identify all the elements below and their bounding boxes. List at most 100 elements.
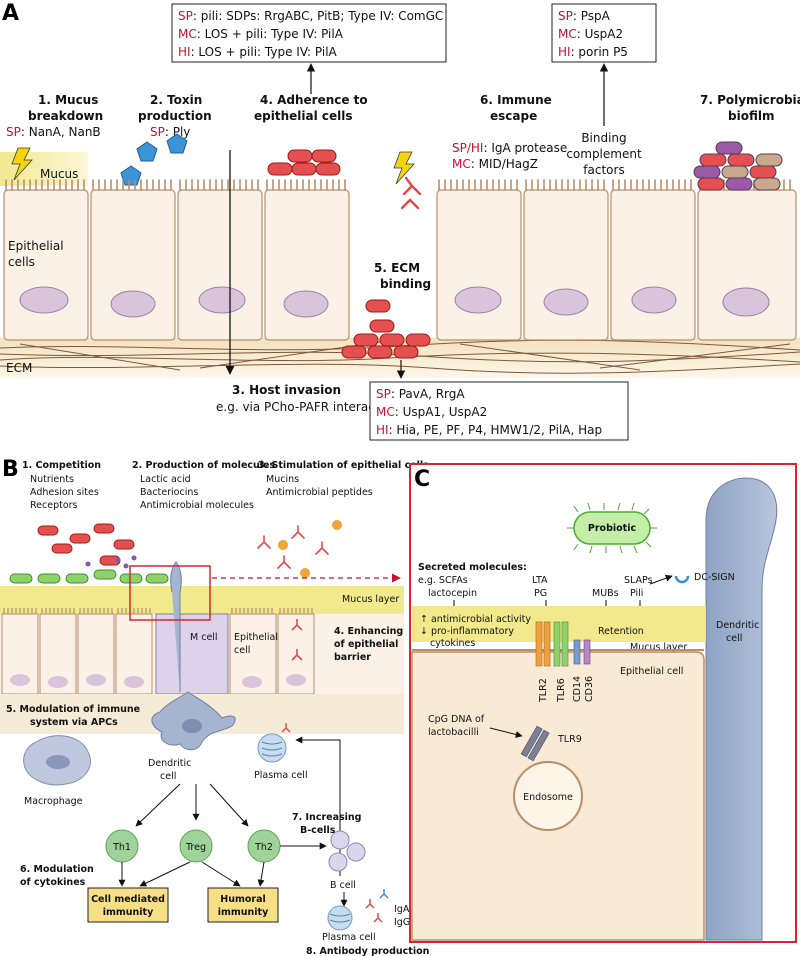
- immune-hi-prefix: HI: [558, 45, 571, 59]
- b-cell: [346, 842, 366, 862]
- svg-text:HI: Hia, PE, PF, P4, HMW1/2, P: HI: Hia, PE, PF, P4, HMW1/2, PilA, Hap: [376, 423, 602, 437]
- step4-title-1: 4. Adherence to: [260, 93, 368, 107]
- c-dendritic-2: cell: [726, 633, 742, 644]
- step2-title-2: production: [138, 109, 212, 123]
- svg-text:SP: pili: SDPs: RrgABC, PitB;: SP: pili: SDPs: RrgABC, PitB; Type IV: C…: [178, 9, 443, 23]
- th1-label: Th1: [112, 842, 131, 853]
- adherence-mc-prefix: MC: [178, 27, 197, 41]
- b-dendritic-2: cell: [160, 771, 176, 782]
- mubs-label: MUBs: [592, 588, 619, 599]
- iga-prefix-2: MC: [452, 157, 471, 171]
- iga-text-1: : IgA protease: [483, 141, 567, 155]
- m-cell: [155, 613, 229, 695]
- svg-text:SP: PavA, RrgA: SP: PavA, RrgA: [376, 387, 465, 401]
- iga-prefix-1: SP/HI: [452, 141, 483, 155]
- step2-sp-prefix: SP: [150, 125, 165, 139]
- immune-sp-prefix: SP: [558, 9, 573, 23]
- pg-label: PG: [534, 588, 547, 599]
- enhancing-3: barrier: [334, 652, 371, 663]
- b-h1-title: 1. Competition: [22, 460, 101, 471]
- panel-c-label: C: [414, 467, 430, 492]
- endosome: [513, 761, 583, 831]
- immune-mc-prefix: MC: [558, 27, 577, 41]
- svg-text:MC: MID/HagZ: MC: MID/HagZ: [452, 157, 538, 171]
- immune-escape-factors-box: SP: PspA MC: UspA2 HI: porin P5: [551, 3, 657, 63]
- increasing-1: 7. Increasing: [292, 812, 361, 823]
- b-cell: [328, 852, 348, 872]
- toxin-icon: [120, 165, 142, 186]
- peptides-icons: [257, 525, 329, 569]
- treg-label: Treg: [185, 842, 206, 853]
- b-epithelial-label-2: cell: [234, 645, 250, 656]
- endosome-label: Endosome: [523, 792, 573, 803]
- biofilm: [693, 141, 783, 191]
- cpg-2: lactobacilli: [428, 727, 479, 738]
- svg-text:MC: LOS + pili: Type IV: PilA: MC: LOS + pili: Type IV: PilA: [178, 27, 344, 41]
- toxin-icon: [136, 141, 158, 162]
- tlr9-label: TLR9: [557, 734, 582, 745]
- ecm-hi-text: : Hia, PE, PF, P4, HMW1/2, PilA, Hap: [389, 423, 603, 437]
- step5-title-1: 5. ECM: [374, 261, 420, 275]
- th2-arrow: [257, 861, 265, 887]
- humoral-1: Humoral: [220, 894, 266, 905]
- b-h1-item: Nutrients: [30, 474, 74, 485]
- dc-sign-icon: [674, 575, 690, 584]
- macrophage-label: Macrophage: [24, 796, 83, 807]
- svg-text:SP: Ply: SP: Ply: [150, 125, 190, 139]
- panel-a: A SP: pili: SDPs: RrgABC, PitB; Type IV:…: [0, 1, 800, 441]
- dc-arrow: [209, 783, 249, 827]
- secreted-title: Secreted molecules:: [418, 562, 527, 573]
- lightning-icon: [11, 147, 33, 181]
- effect-3: cytokines: [430, 638, 475, 649]
- cytokines-2: of cytokines: [20, 877, 86, 888]
- b-h3-title: 3. Stimulation of epithelial cells: [258, 460, 429, 471]
- adherence-sp-prefix: SP: [178, 9, 193, 23]
- antibody-title: 8. Antibody production: [306, 946, 430, 956]
- cytokines-1: 6. Modulation: [20, 864, 94, 875]
- receptor-label: TLR6: [556, 678, 567, 703]
- step7-title-1: 7. Polymicrobial: [700, 93, 800, 107]
- step1-title-1: 1. Mucus: [38, 93, 98, 107]
- svg-text:SP/HI: IgA protease: SP/HI: IgA protease: [452, 141, 567, 155]
- antibody-icon: [291, 649, 303, 661]
- b-dendritic-1: Dendritic: [148, 758, 191, 769]
- epithelial-cells-left: [3, 179, 350, 341]
- tlr9-receptor: [520, 725, 550, 762]
- svg-text:MC: UspA1, UspA2: MC: UspA1, UspA2: [376, 405, 487, 419]
- epithelial-cells-right: [436, 179, 797, 341]
- step2-title-1: 2. Toxin: [150, 93, 202, 107]
- c-dendritic-1: Dendritic: [716, 620, 759, 631]
- b-h1-item: Receptors: [30, 500, 78, 511]
- plasma-bottom-label: Plasma cell: [322, 932, 376, 943]
- ecm-hi-prefix: HI: [376, 423, 389, 437]
- cell-mediated-box: [87, 887, 169, 923]
- adherence-sp-text: : pili: SDPs: RrgABC, PitB; Type IV: Com…: [193, 9, 443, 23]
- complement-line-1: Binding: [581, 131, 626, 145]
- epithelial-label-1: Epithelial: [8, 239, 64, 253]
- cell-mediated-2: immunity: [103, 907, 154, 918]
- mucin-icon: [332, 520, 343, 530]
- step5-title-2: binding: [380, 277, 431, 291]
- adherence-mc-text: : LOS + pili: Type IV: PilA: [197, 27, 344, 41]
- antibody-icon: [400, 176, 422, 210]
- adherence-factors-box: SP: pili: SDPs: RrgABC, PitB; Type IV: C…: [171, 3, 447, 63]
- effect-2: ↓ pro-inflammatory: [420, 626, 514, 637]
- dc-sign-label: DC-SIGN: [694, 572, 735, 583]
- tlr2-receptor: [535, 621, 551, 667]
- zoom-box: [129, 565, 211, 621]
- step2-sp-text: : Ply: [165, 125, 191, 139]
- ecm-sp-prefix: SP: [376, 387, 391, 401]
- step7-title-2: biofilm: [728, 109, 774, 123]
- step1-title-2: breakdown: [28, 109, 103, 123]
- ecm-mc-prefix: MC: [376, 405, 395, 419]
- dc-arrow: [135, 783, 181, 827]
- iga-label: IgA: [394, 904, 410, 915]
- panel-a-label: A: [2, 1, 19, 26]
- b-h3-item: Antimicrobial peptides: [266, 487, 373, 498]
- c-epithelial-label: Epithelial cell: [620, 666, 683, 677]
- modulation-immune-2: system via APCs: [30, 717, 118, 728]
- antibody-icon: [291, 619, 303, 631]
- immune-sp-text: : PspA: [573, 9, 611, 23]
- b-h2-item: Bacteriocins: [140, 487, 198, 498]
